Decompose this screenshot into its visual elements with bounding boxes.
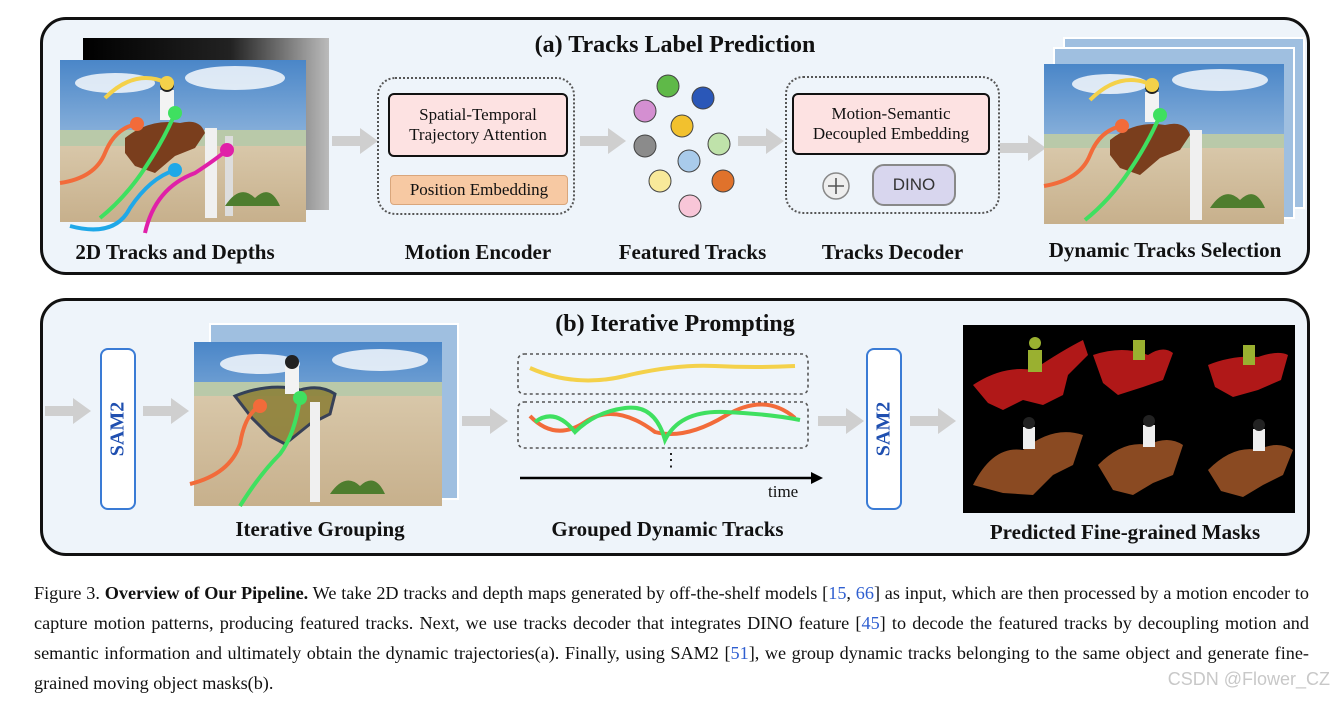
motion-semantic-embedding-block: Motion-Semantic Decoupled Embedding <box>792 93 990 155</box>
caption-prefix: Figure 3. <box>34 583 105 603</box>
label-motion-encoder: Motion Encoder <box>380 240 576 265</box>
label-tracks-depths: 2D Tracks and Depths <box>55 240 295 265</box>
tracks-depths-image <box>55 38 335 238</box>
arrow-right-icon <box>738 128 784 154</box>
predicted-masks-image <box>963 325 1295 513</box>
feature-dot <box>678 150 700 172</box>
grouped-tracks-plot <box>515 352 815 502</box>
feature-dot <box>712 170 734 192</box>
feature-dot <box>692 87 714 109</box>
citation-link[interactable]: 15 <box>828 583 846 603</box>
sam2-label-1: SAM2 <box>107 402 130 456</box>
arrow-right-icon <box>910 408 956 434</box>
dino-block: DINO <box>872 164 956 206</box>
plus-circle-icon <box>820 170 852 202</box>
spatial-temporal-attention-block: Spatial-Temporal Trajectory Attention <box>388 93 568 157</box>
feature-dot <box>679 195 701 217</box>
citation-link[interactable]: 51 <box>731 643 749 663</box>
feature-dot <box>649 170 671 192</box>
caption-part1: We take 2D tracks and depth maps generat… <box>308 583 828 603</box>
watermark: CSDN @Flower_CZ <box>1168 669 1330 690</box>
caption-sep1: , <box>846 583 855 603</box>
position-embedding-block: Position Embedding <box>390 175 568 205</box>
label-grouped-tracks: Grouped Dynamic Tracks <box>520 517 815 542</box>
time-axis-label: time <box>768 482 798 502</box>
citation-link[interactable]: 66 <box>856 583 874 603</box>
ellipsis-more-tracks: ⋮ <box>662 450 680 471</box>
arrow-right-icon <box>580 128 626 154</box>
sam2-block-2: SAM2 <box>866 348 902 510</box>
feature-dot <box>671 115 693 137</box>
figure-caption: Figure 3. Overview of Our Pipeline. We t… <box>34 578 1309 698</box>
arrow-right-icon <box>462 408 508 434</box>
sam2-label-2: SAM2 <box>873 402 896 456</box>
label-featured-tracks: Featured Tracks <box>600 240 785 265</box>
label-iterative-grouping: Iterative Grouping <box>200 517 440 542</box>
citation-link[interactable]: 45 <box>861 613 879 633</box>
label-predicted-masks: Predicted Fine-grained Masks <box>960 520 1290 545</box>
panel-a-title: (a) Tracks Label Prediction <box>520 32 830 59</box>
arrow-right-icon <box>332 128 378 154</box>
feature-dot <box>634 100 656 122</box>
feature-dot <box>657 75 679 97</box>
arrow-right-icon <box>818 408 864 434</box>
panel-b-title: (b) Iterative Prompting <box>520 311 830 338</box>
label-dynamic-selection: Dynamic Tracks Selection <box>1030 238 1300 263</box>
featured-tracks-dots <box>625 68 755 223</box>
feature-dot <box>634 135 656 157</box>
arrow-right-icon <box>143 398 189 424</box>
arrow-right-icon <box>45 398 91 424</box>
dynamic-tracks-image <box>1040 36 1308 228</box>
label-tracks-decoder: Tracks Decoder <box>795 240 990 265</box>
sam2-block-1: SAM2 <box>100 348 136 510</box>
iterative-grouping-image <box>190 324 460 514</box>
caption-bold: Overview of Our Pipeline. <box>105 583 308 603</box>
feature-dot <box>708 133 730 155</box>
